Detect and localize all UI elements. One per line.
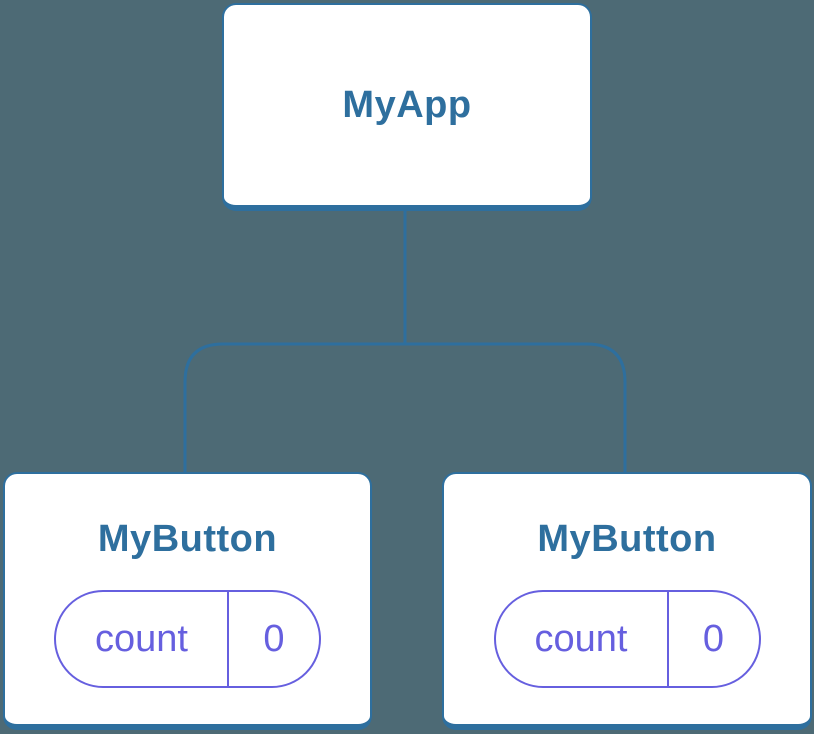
state-value: 0 — [227, 592, 319, 686]
state-pill: count 0 — [493, 590, 761, 688]
state-pill: count 0 — [54, 590, 321, 688]
component-label: MyButton — [97, 518, 278, 560]
component-node-child-1: MyButton count 0 — [3, 472, 372, 730]
component-node-child-2: MyButton count 0 — [442, 472, 812, 730]
component-label: MyButton — [537, 518, 717, 560]
component-node-root: MyApp — [222, 3, 592, 211]
state-key: count — [95, 617, 188, 660]
state-key: count — [534, 617, 628, 660]
state-value: 0 — [666, 592, 759, 686]
component-label: MyApp — [342, 84, 472, 126]
connector-branch-bracket — [183, 342, 627, 474]
